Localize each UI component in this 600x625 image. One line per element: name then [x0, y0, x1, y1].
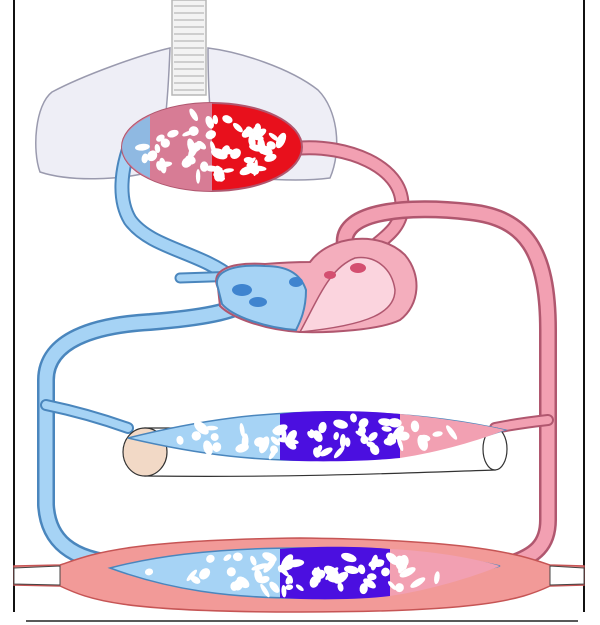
right-atrium-valve — [232, 284, 252, 296]
systemic-capillary-bed-muscle — [14, 538, 584, 612]
pulmonary-capillary-bed — [122, 103, 302, 191]
trachea-icon — [172, 0, 206, 95]
heart-icon — [216, 239, 416, 332]
left-atrium-valve — [350, 263, 366, 273]
capillary-gap — [196, 169, 200, 184]
systemic-capillary-bed-limb — [123, 411, 507, 476]
